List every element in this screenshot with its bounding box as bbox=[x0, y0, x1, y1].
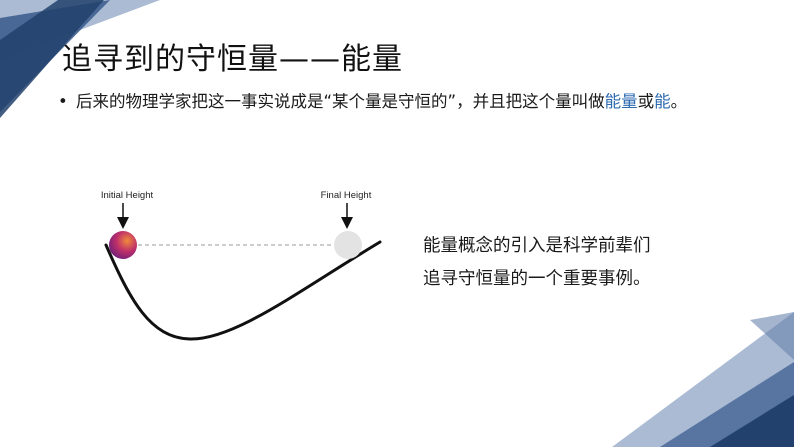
caption-text: 能量概念的引入是科学前辈们 追寻守恒量的一个重要事例。 bbox=[423, 230, 651, 296]
term-energy: 能 bbox=[654, 92, 671, 111]
slide-title: 追寻到的守恒量——能量 bbox=[62, 42, 403, 77]
bullet-end-punct: 。 bbox=[670, 92, 688, 111]
top-left-decoration bbox=[0, 0, 160, 118]
bullet-connector: 或 bbox=[637, 92, 655, 111]
term-energy-amount: 能量 bbox=[604, 92, 638, 111]
bullet-text-main: 后来的物理学家把这一事实说成是“某个量是守恒的”，并且把这个量叫做 bbox=[76, 92, 605, 111]
initial-height-label: Initial Height bbox=[101, 190, 154, 201]
bullet-text: 后来的物理学家把这一事实说成是“某个量是守恒的”，并且把这个量叫做能量或能。 bbox=[76, 88, 748, 116]
bullet-paragraph: • 后来的物理学家把这一事实说成是“某个量是守恒的”，并且把这个量叫做能量或能。 bbox=[58, 88, 748, 116]
bullet-marker: • bbox=[58, 92, 68, 111]
bottom-right-decoration bbox=[612, 312, 794, 447]
final-ball bbox=[334, 231, 362, 259]
track-curve bbox=[104, 240, 382, 341]
caption-line-2: 追寻守恒量的一个重要事例。 bbox=[423, 269, 651, 289]
final-height-label: Final Height bbox=[321, 190, 372, 201]
initial-ball bbox=[109, 231, 137, 259]
caption-line-1: 能量概念的引入是科学前辈们 bbox=[423, 236, 651, 256]
